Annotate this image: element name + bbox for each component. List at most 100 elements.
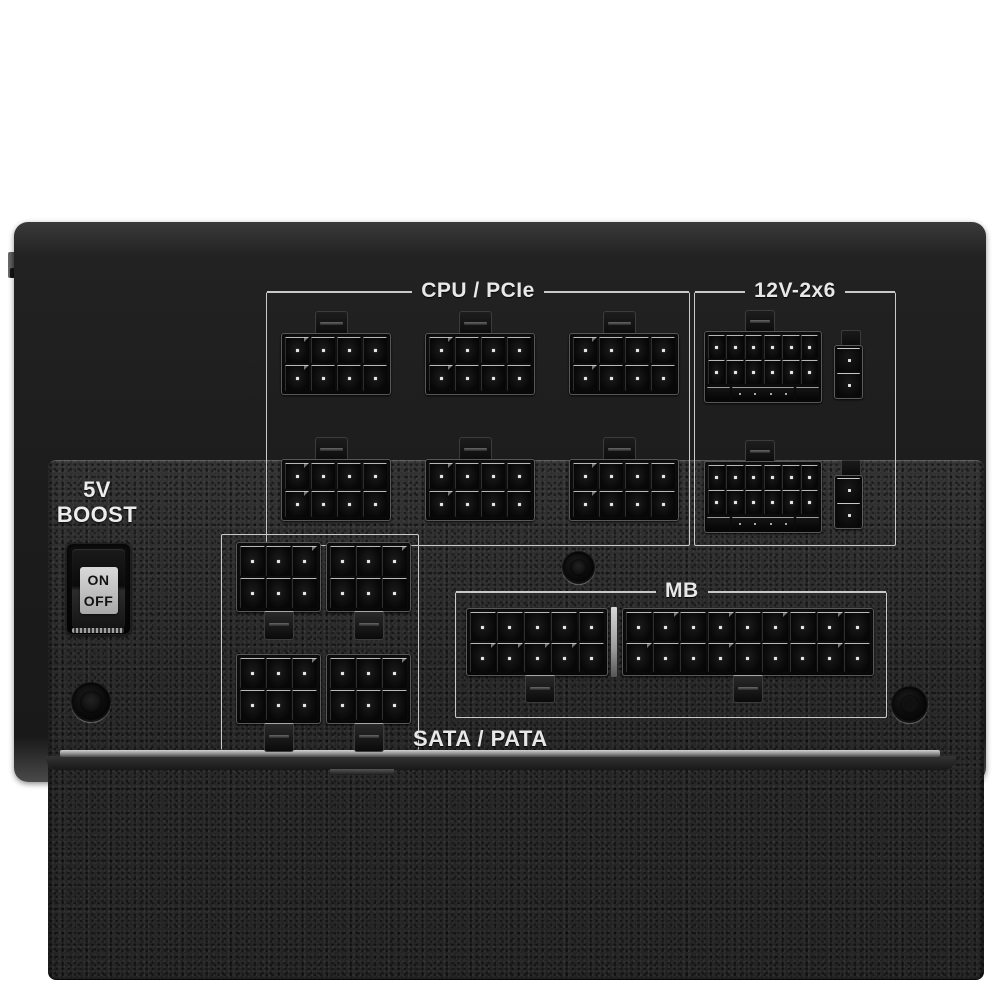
pin	[356, 657, 381, 689]
pin	[625, 642, 652, 673]
connector-12v-2x6-1[interactable]	[704, 331, 822, 403]
pin	[292, 689, 318, 721]
pin	[726, 490, 744, 515]
connector-cpu-pcie-1[interactable]	[281, 333, 391, 395]
sense-block-right	[795, 387, 820, 400]
pin	[284, 462, 310, 490]
pin	[310, 336, 336, 364]
pin	[292, 657, 318, 689]
pin	[745, 490, 763, 515]
pin	[572, 462, 598, 490]
pin	[496, 611, 523, 642]
pin	[572, 336, 598, 364]
sense-pin	[732, 518, 747, 530]
pin	[735, 611, 761, 642]
titleline-seg-right	[543, 291, 689, 293]
connector-cpu-pcie-6[interactable]	[569, 459, 679, 521]
screw-bottom-right	[891, 686, 928, 723]
connector-cpu-pcie-4[interactable]	[281, 459, 391, 521]
group-mb: MB	[455, 579, 887, 718]
pin	[745, 334, 763, 359]
pin-row	[572, 462, 676, 490]
pin	[362, 490, 388, 518]
connector-sata-pata-3[interactable]	[236, 654, 321, 724]
pin	[782, 490, 800, 515]
pin	[707, 642, 734, 673]
pin	[762, 642, 789, 673]
pin	[310, 364, 336, 392]
connector-cpu-pcie-2[interactable]	[425, 333, 535, 395]
pin-row	[239, 577, 318, 609]
pin	[650, 336, 676, 364]
pin	[763, 334, 781, 359]
connector-sata-pata-4[interactable]	[326, 654, 411, 724]
connector-cpu-pcie-3[interactable]	[569, 333, 679, 395]
latch-tab	[745, 310, 775, 333]
pin	[382, 657, 408, 689]
pin	[310, 490, 336, 518]
chassis-bottom-edge-highlight	[60, 750, 940, 757]
boost-switch-base-ridge	[72, 628, 124, 633]
group-sata-pata	[221, 534, 419, 750]
pin	[428, 364, 454, 392]
pin	[844, 611, 871, 642]
boost-label-line1: 5V	[83, 477, 111, 502]
pin	[551, 642, 578, 673]
pin	[428, 462, 454, 490]
pin	[454, 364, 480, 392]
group-mb-label: MB	[665, 579, 699, 602]
pin	[266, 545, 291, 577]
pin	[707, 611, 734, 642]
latch-tab	[745, 440, 775, 463]
pin	[624, 462, 650, 490]
pin	[469, 611, 496, 642]
pin-row	[707, 334, 819, 360]
pin	[506, 462, 532, 490]
connector-12v-aux-2[interactable]	[834, 475, 863, 529]
pin-row	[428, 490, 532, 518]
pin	[763, 490, 781, 515]
pin-row	[284, 462, 388, 490]
pin	[650, 364, 676, 392]
pin	[625, 611, 652, 642]
pin	[789, 642, 816, 673]
pin-row	[572, 336, 676, 364]
connector-sata-pata-2[interactable]	[326, 542, 411, 612]
pin	[480, 490, 506, 518]
pin-row	[329, 577, 408, 609]
connector-sata-pata-1[interactable]	[236, 542, 321, 612]
pin	[726, 464, 744, 489]
pin	[336, 336, 362, 364]
pin	[382, 545, 408, 577]
sense-pin	[732, 388, 747, 400]
latch-tab	[733, 675, 763, 703]
pin	[506, 490, 532, 518]
boost-switch-off-label: OFF	[83, 592, 114, 609]
sense-pin-row	[707, 517, 820, 530]
pin	[506, 364, 532, 392]
pin	[763, 464, 781, 489]
pin	[789, 611, 816, 642]
pin-row	[572, 364, 676, 392]
connector-cpu-pcie-5[interactable]	[425, 459, 535, 521]
pin	[454, 462, 480, 490]
pin	[816, 611, 843, 642]
pin	[726, 360, 744, 385]
connector-mb-18pin[interactable]	[622, 608, 874, 676]
group-12v-2x6: 12V-2x6	[694, 279, 896, 546]
pin	[266, 657, 291, 689]
connector-mb-10pin[interactable]	[466, 608, 608, 676]
pin-row	[284, 364, 388, 392]
pin	[506, 336, 532, 364]
pin	[745, 464, 763, 489]
titleline-seg-left	[267, 291, 413, 293]
connector-12v-2x6-2[interactable]	[704, 461, 822, 533]
pin	[707, 464, 725, 489]
pin	[428, 336, 454, 364]
boost-switch-face[interactable]: ON OFF	[79, 567, 118, 614]
boost-switch-housing[interactable]: ON OFF	[66, 543, 131, 635]
boost-switch-rocker[interactable]: ON OFF	[72, 549, 125, 629]
pin	[524, 642, 550, 673]
pin	[310, 462, 336, 490]
connector-12v-aux-1[interactable]	[834, 345, 863, 399]
